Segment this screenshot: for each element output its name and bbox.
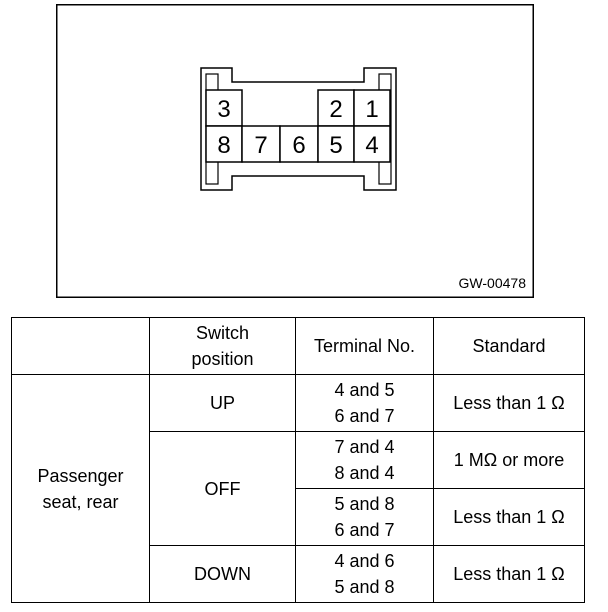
table-row: Passenger seat, rear UP 4 and 5 6 and 7 … (11, 374, 585, 603)
terminal-pair: 6 and 7 (334, 520, 395, 540)
item-cell: Passenger seat, rear (11, 374, 150, 603)
standard-cell: Less than 1 Ω (433, 488, 585, 546)
terminal-cell-5 (317, 125, 355, 163)
terminal-cell: 4 and 5 6 and 7 (295, 374, 434, 432)
header-switch-position: Switch position (149, 317, 296, 375)
terminal-cell-1 (353, 89, 391, 127)
item-line-2: seat, rear (42, 491, 119, 512)
terminal-pair: 6 and 7 (334, 406, 395, 426)
header-switch-line-2: position (191, 349, 254, 369)
terminal-label-4: 4 (365, 132, 378, 159)
standard-cell: Less than 1 Ω (433, 374, 585, 432)
terminal-cell-4 (353, 125, 391, 163)
header-terminal-no: Terminal No. (295, 317, 434, 375)
terminal-pair: 4 and 6 (334, 551, 395, 571)
header-item (11, 317, 150, 375)
terminal-label-7: 7 (254, 132, 267, 159)
terminal-cell-7 (241, 125, 281, 163)
table-row: DOWN 4 and 6 5 and 8 Less than 1 Ω (12, 545, 585, 603)
terminal-pair: 5 and 8 (334, 577, 395, 597)
terminal-pair: 4 and 5 (334, 380, 395, 400)
table-row: 5 and 8 6 and 7 Less than 1 Ω (12, 488, 585, 546)
terminal-cell: 5 and 8 6 and 7 (295, 488, 434, 546)
terminal-cell-6 (279, 125, 319, 163)
terminal-pair: 8 and 4 (334, 463, 395, 483)
inspection-table: Switch position Terminal No. Standard Pa… (11, 317, 585, 603)
figure-code: GW-00478 (459, 275, 527, 291)
standard-cell: 1 MΩ or more (433, 431, 585, 489)
position-cell-down: DOWN (149, 545, 296, 603)
terminal-label-1: 1 (365, 96, 378, 123)
terminal-label-2: 2 (329, 96, 342, 123)
terminal-pair: 5 and 8 (334, 494, 395, 514)
table-header-row: Switch position Terminal No. Standard (11, 317, 585, 375)
terminal-cell: 4 and 6 5 and 8 (295, 545, 434, 603)
terminal-cell: 7 and 4 8 and 4 (295, 431, 434, 489)
terminal-cell-3 (205, 89, 243, 127)
item-line-1: Passenger (37, 465, 124, 486)
position-cell-off: OFF (149, 431, 296, 546)
connector-figure: 3 2 1 8 7 6 5 4 GW-00478 (56, 4, 534, 298)
standard-cell: Less than 1 Ω (433, 545, 585, 603)
terminal-label-6: 6 (292, 132, 305, 159)
terminal-pair: 7 and 4 (334, 437, 395, 457)
terminal-cell-8 (205, 125, 243, 163)
header-switch-line-1: Switch (195, 323, 249, 343)
connector-diagram: 3 2 1 8 7 6 5 4 GW-00478 (56, 4, 534, 298)
header-standard: Standard (433, 317, 585, 375)
table-row: OFF 7 and 4 8 and 4 1 MΩ or more (12, 431, 585, 546)
terminal-label-3: 3 (217, 96, 230, 123)
terminal-label-5: 5 (329, 132, 342, 159)
position-cell-up: UP (149, 374, 296, 432)
terminal-label-8: 8 (217, 132, 230, 159)
